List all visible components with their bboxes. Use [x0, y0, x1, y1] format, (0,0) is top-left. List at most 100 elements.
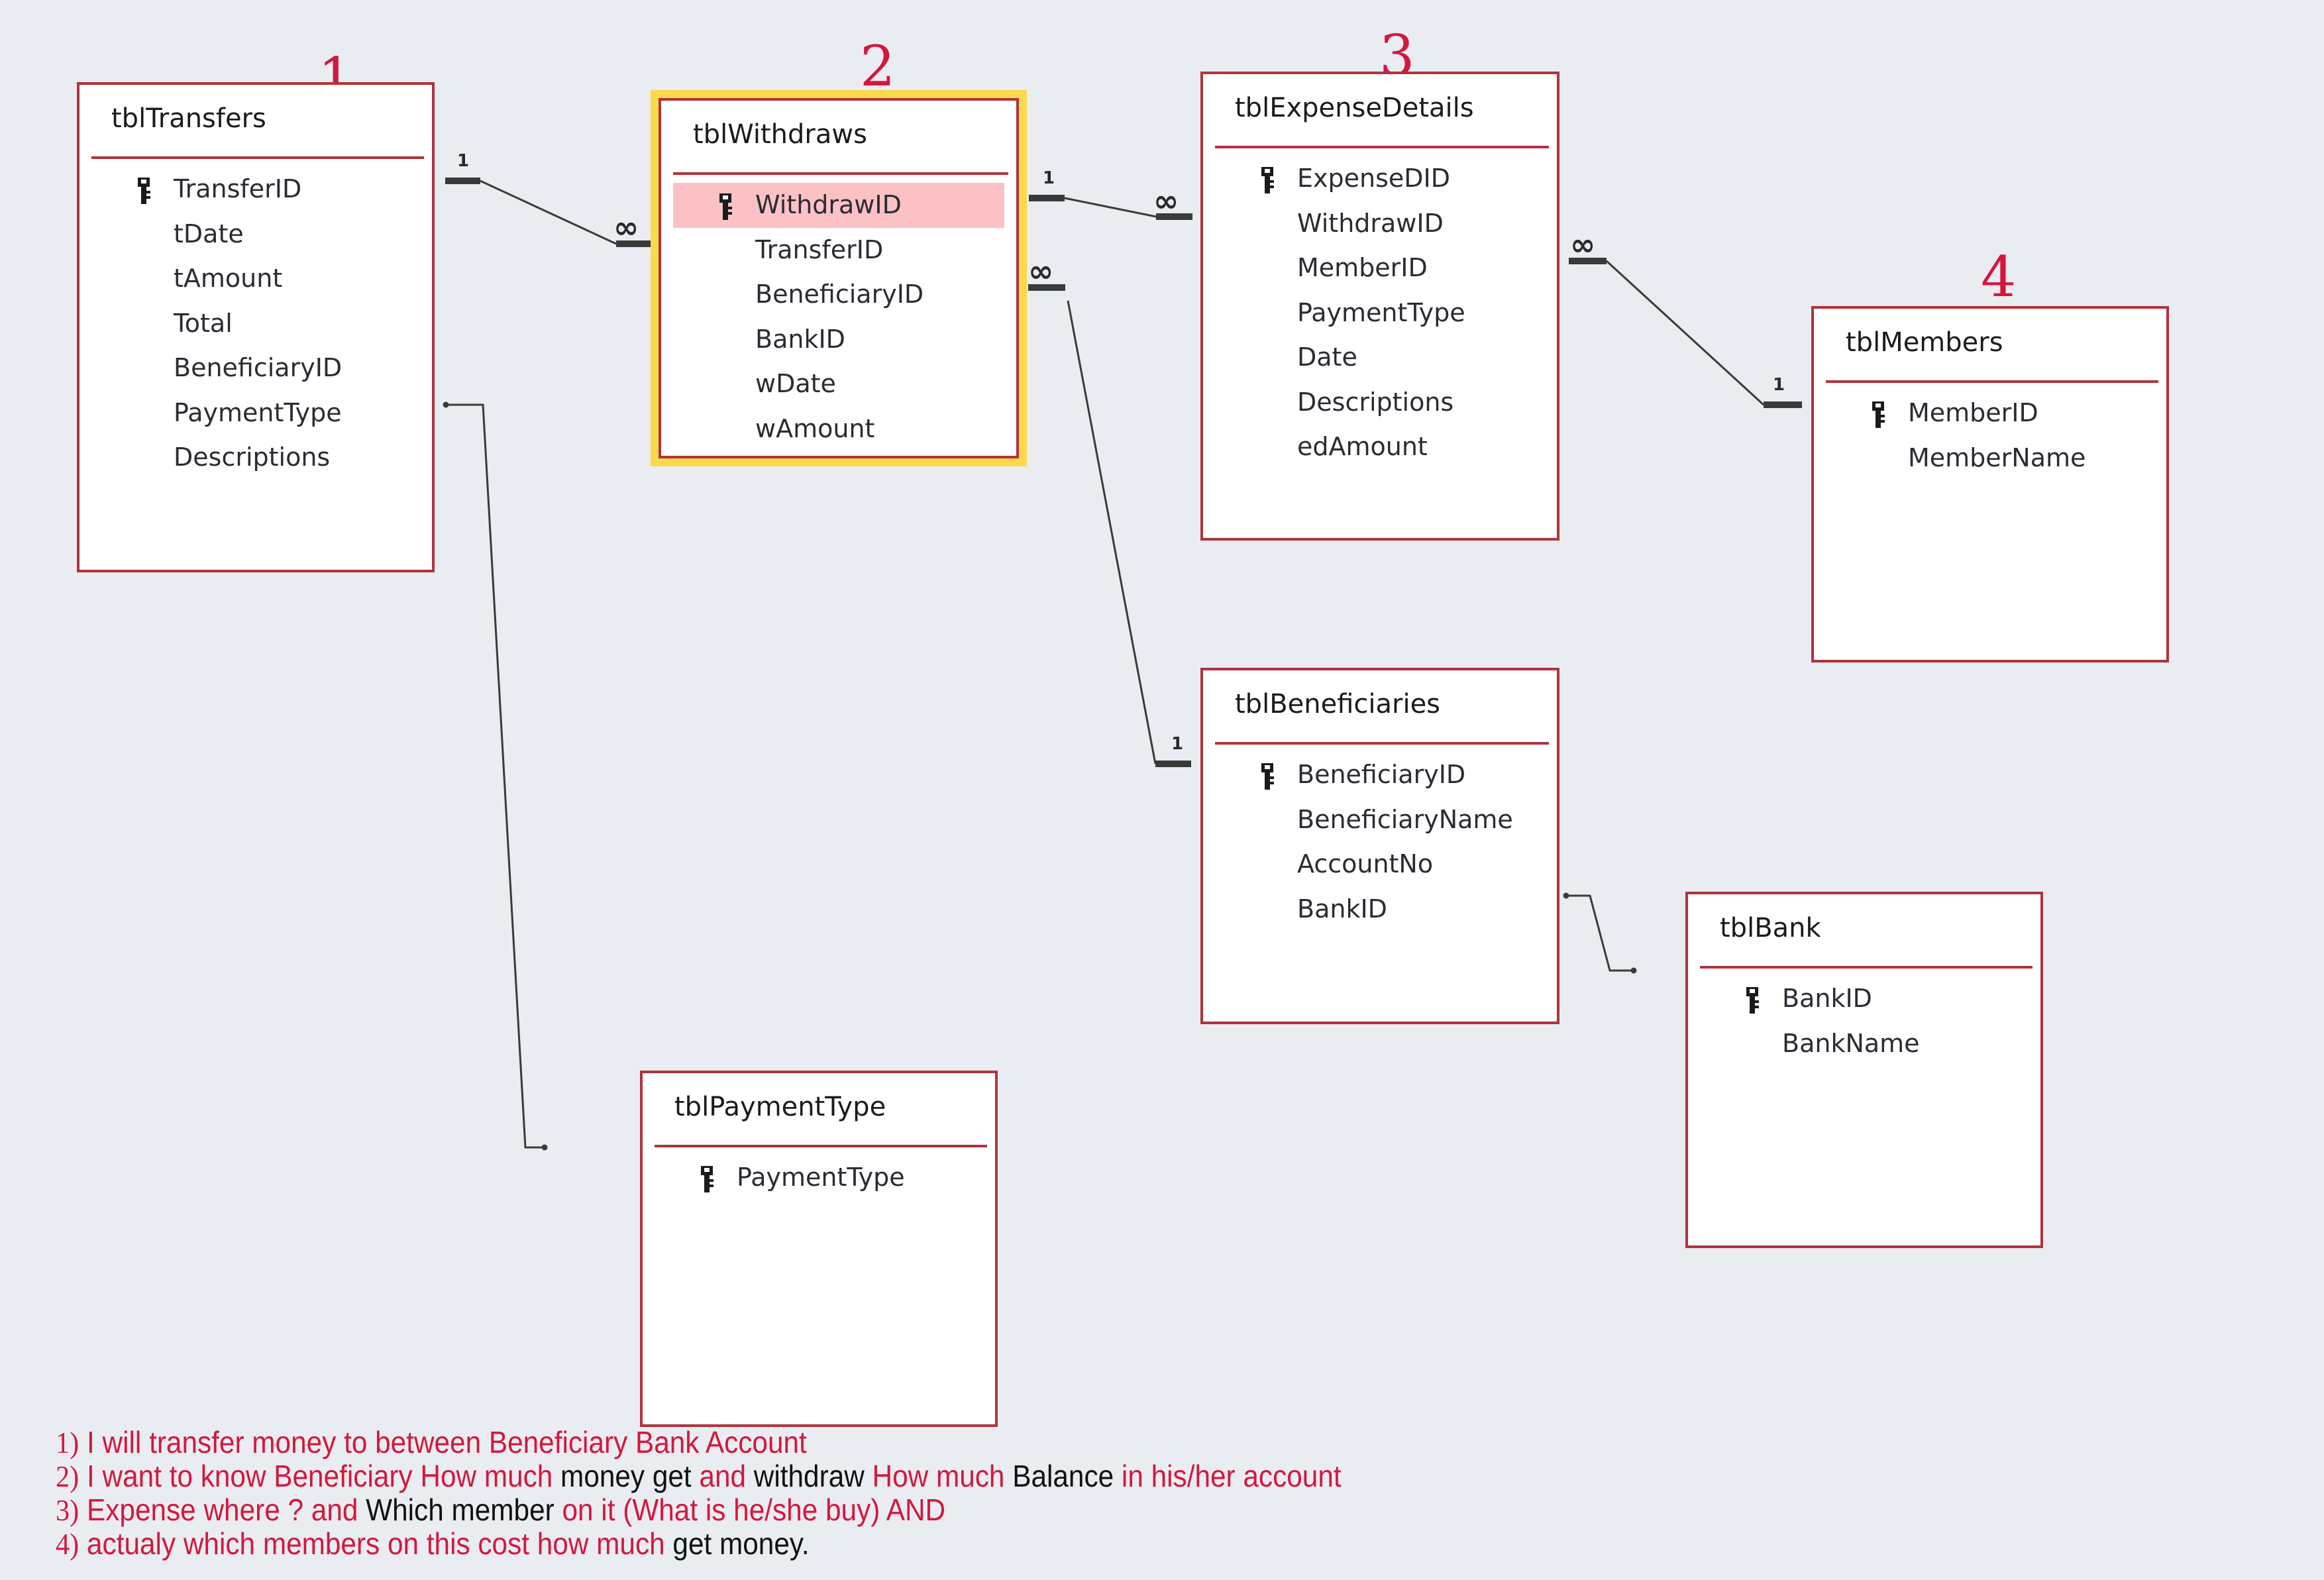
table-title[interactable]: tblTransfers — [111, 103, 266, 134]
field-name: PaymentType — [1297, 297, 1465, 327]
primary-key-icon — [718, 191, 735, 220]
field-name: BeneficiaryName — [1297, 804, 1513, 834]
relationship-beneficiaries-bank[interactable] — [1563, 892, 1637, 974]
note-number: 3) — [56, 1493, 79, 1527]
note-text: I want to know Beneficiary How much — [87, 1459, 561, 1493]
field-row[interactable]: edAmount — [1215, 425, 1545, 470]
field-row[interactable]: MemberName — [1826, 436, 2154, 481]
field-name: MemberID — [1297, 253, 1428, 282]
field-name: TransferID — [174, 174, 302, 203]
field-row[interactable]: BankName — [1700, 1022, 2029, 1067]
field-row[interactable]: Date — [1215, 335, 1545, 380]
field-row[interactable]: Total — [91, 301, 420, 346]
note-line: 2) I want to know Beneficiary How much m… — [56, 1459, 1342, 1493]
field-name: MemberName — [1908, 443, 2086, 472]
field-row[interactable]: wAmount — [673, 407, 1004, 452]
field-row[interactable]: AccountNo — [1215, 842, 1545, 887]
relationship-expensedetails-members[interactable] — [1569, 258, 1802, 408]
note-text: Which member — [366, 1493, 562, 1527]
note-text: money get — [560, 1459, 700, 1493]
field-list: PaymentType — [655, 1155, 983, 1200]
note-text: and — [699, 1459, 754, 1493]
field-row[interactable]: BeneficiaryID — [673, 272, 1004, 317]
field-name: WithdrawID — [1297, 208, 1444, 238]
field-row[interactable]: MemberID — [1215, 246, 1545, 291]
field-list: MemberID MemberName — [1826, 391, 2154, 480]
table-title[interactable]: tblExpenseDetails — [1235, 93, 1474, 123]
field-row[interactable]: TransferID — [91, 167, 420, 212]
note-line: 1) I will transfer money to between Bene… — [56, 1426, 1342, 1459]
field-name: WithdrawID — [755, 190, 902, 219]
field-row[interactable]: BankID — [1215, 887, 1545, 932]
field-row[interactable]: Descriptions — [1215, 380, 1545, 425]
field-row[interactable]: BeneficiaryName — [1215, 798, 1545, 843]
relationship-transfers-withdraws[interactable] — [445, 178, 653, 247]
field-row[interactable]: Descriptions — [91, 435, 420, 480]
field-row[interactable]: BankID — [1700, 976, 2029, 1022]
field-row[interactable]: ExpenseDID — [1215, 156, 1545, 201]
table-title-divider — [655, 1145, 987, 1147]
note-text: withdraw — [753, 1459, 872, 1493]
table-title[interactable]: tblWithdraws — [693, 119, 867, 150]
field-name: MemberID — [1908, 398, 2038, 427]
relationship-withdraws-expensedetails[interactable] — [1029, 195, 1192, 220]
primary-key-icon — [1260, 761, 1277, 790]
field-list: WithdrawID TransferID BeneficiaryID BankID w… — [673, 183, 1004, 451]
table-title[interactable]: tblBank — [1720, 913, 1821, 943]
annotation-marker-4: 4 — [1981, 244, 2017, 309]
field-row[interactable]: BankID — [673, 317, 1004, 362]
cardinality-many: ∞ — [1570, 227, 1595, 262]
field-row[interactable]: WithdrawID — [673, 183, 1004, 228]
note-number: 1) — [56, 1426, 79, 1459]
note-text: How much — [872, 1459, 1013, 1493]
field-name: wAmount — [755, 413, 875, 443]
field-name: BeneficiaryID — [755, 280, 924, 309]
relationship-withdraws-beneficiaries[interactable] — [1028, 284, 1191, 767]
cardinality-many: ∞ — [1028, 253, 1053, 289]
table-title[interactable]: tblBeneficiaries — [1235, 689, 1441, 719]
table-title-divider — [91, 156, 424, 159]
field-row[interactable]: TransferID — [673, 228, 1004, 273]
note-text: Balance — [1012, 1459, 1122, 1493]
requirements-notes: 1) I will transfer money to between Bene… — [56, 1426, 1342, 1561]
field-row[interactable]: PaymentType — [655, 1155, 983, 1200]
cardinality-one: 1 — [1171, 734, 1184, 754]
field-row[interactable]: PaymentType — [91, 391, 420, 436]
primary-key-icon — [700, 1163, 717, 1192]
field-row[interactable]: MemberID — [1826, 391, 2154, 436]
primary-key-icon — [1745, 984, 1762, 1014]
field-name: wDate — [755, 369, 836, 398]
field-name: TransferID — [755, 235, 884, 264]
table-title[interactable]: tblPaymentType — [674, 1092, 886, 1122]
relationship-transfers-paymenttype[interactable] — [443, 401, 548, 1151]
primary-key-icon — [136, 175, 154, 204]
field-name: Descriptions — [174, 443, 331, 472]
field-name: tAmount — [174, 264, 283, 293]
field-row[interactable]: PaymentType — [1215, 291, 1545, 336]
table-title[interactable]: tblMembers — [1846, 327, 2003, 358]
field-row[interactable]: wDate — [673, 362, 1004, 407]
field-row[interactable]: tDate — [91, 212, 420, 257]
field-name: Total — [174, 308, 233, 338]
field-row[interactable]: BeneficiaryID — [91, 346, 420, 391]
note-text: in his/her account — [1121, 1459, 1342, 1493]
field-row[interactable]: tAmount — [91, 256, 420, 301]
field-row[interactable]: WithdrawID — [1215, 201, 1545, 246]
field-name: Descriptions — [1297, 387, 1454, 417]
field-name: PaymentType — [174, 397, 342, 427]
note-line: 4) actualy which members on this cost ho… — [56, 1527, 1342, 1561]
cardinality-one: 1 — [1043, 168, 1055, 188]
note-number: 2) — [56, 1459, 79, 1493]
field-row[interactable]: BeneficiaryID — [1215, 753, 1545, 798]
cardinality-one: 1 — [457, 151, 470, 171]
